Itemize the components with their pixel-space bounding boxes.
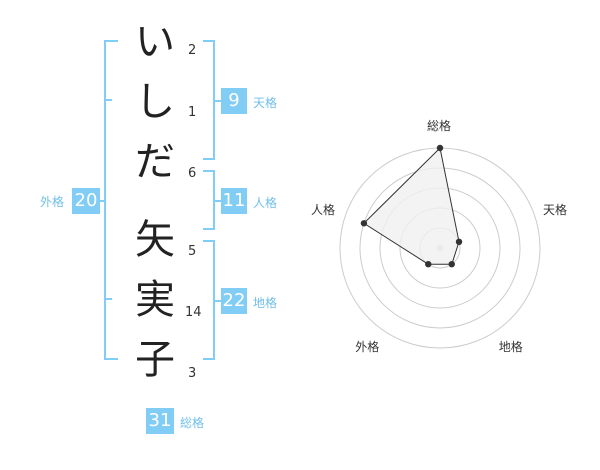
stroke-count-3: 6: [188, 166, 197, 181]
outer-bracket-bottom: [104, 358, 118, 360]
name-char-5: 実: [135, 277, 175, 323]
tenkaku-bracket-pointer: [213, 100, 221, 102]
radar-axis-label-3: 地格: [498, 339, 523, 354]
jinkaku-bracket-top: [203, 170, 215, 172]
tenkaku-score: 9: [221, 88, 247, 114]
outer-bracket-top: [104, 40, 118, 42]
jinkaku-score: 11: [221, 188, 247, 214]
outer-bracket-tick-2: [104, 298, 112, 300]
radar-axis-label-1: 総格: [427, 119, 452, 133]
gaikaku-score: 20: [72, 188, 100, 214]
chikaku-score: 22: [221, 288, 247, 314]
stroke-count-1: 2: [188, 43, 197, 58]
radar-point-4: [425, 260, 432, 268]
name-char-6: 子: [135, 337, 175, 383]
radar-point-3: [448, 260, 455, 268]
radar-point-2: [455, 238, 463, 246]
stroke-count-5: 14: [185, 305, 202, 320]
radar-series-polygon: [363, 146, 460, 265]
gaikaku-label: 外格: [40, 195, 65, 209]
chikaku-bracket-pointer: [213, 300, 221, 302]
tenkaku-bracket-top: [203, 40, 215, 42]
radar-axis-label-4: 外格: [355, 339, 380, 354]
tenkaku-label: 天格: [253, 96, 278, 110]
stroke-count-6: 3: [188, 366, 197, 381]
chikaku-bracket-bottom: [203, 358, 215, 360]
chikaku-bracket-top: [203, 240, 215, 242]
name-char-3: だ: [135, 139, 175, 185]
tenkaku-bracket-bottom: [203, 158, 215, 160]
soukaku-score: 31: [146, 408, 174, 434]
soukaku-label: 総格: [180, 416, 205, 430]
radar-point-1: [436, 144, 444, 152]
name-char-4: 矢: [135, 217, 175, 263]
radar-axis-label-5: 人格: [310, 203, 335, 218]
stroke-count-2: 1: [188, 105, 197, 120]
stroke-count-4: 5: [188, 244, 197, 259]
name-char-1: い: [135, 19, 175, 65]
outer-bracket-tick-1: [104, 99, 112, 101]
jinkaku-label: 人格: [253, 196, 278, 210]
jinkaku-bracket-pointer: [213, 200, 221, 202]
name-char-2: し: [135, 79, 175, 125]
radar-point-5: [360, 220, 368, 227]
chikaku-label: 地格: [253, 296, 278, 310]
radar-axis-label-2: 天格: [543, 203, 568, 218]
outer-bracket-pointer: [98, 200, 106, 202]
jinkaku-bracket-bottom: [203, 228, 215, 230]
